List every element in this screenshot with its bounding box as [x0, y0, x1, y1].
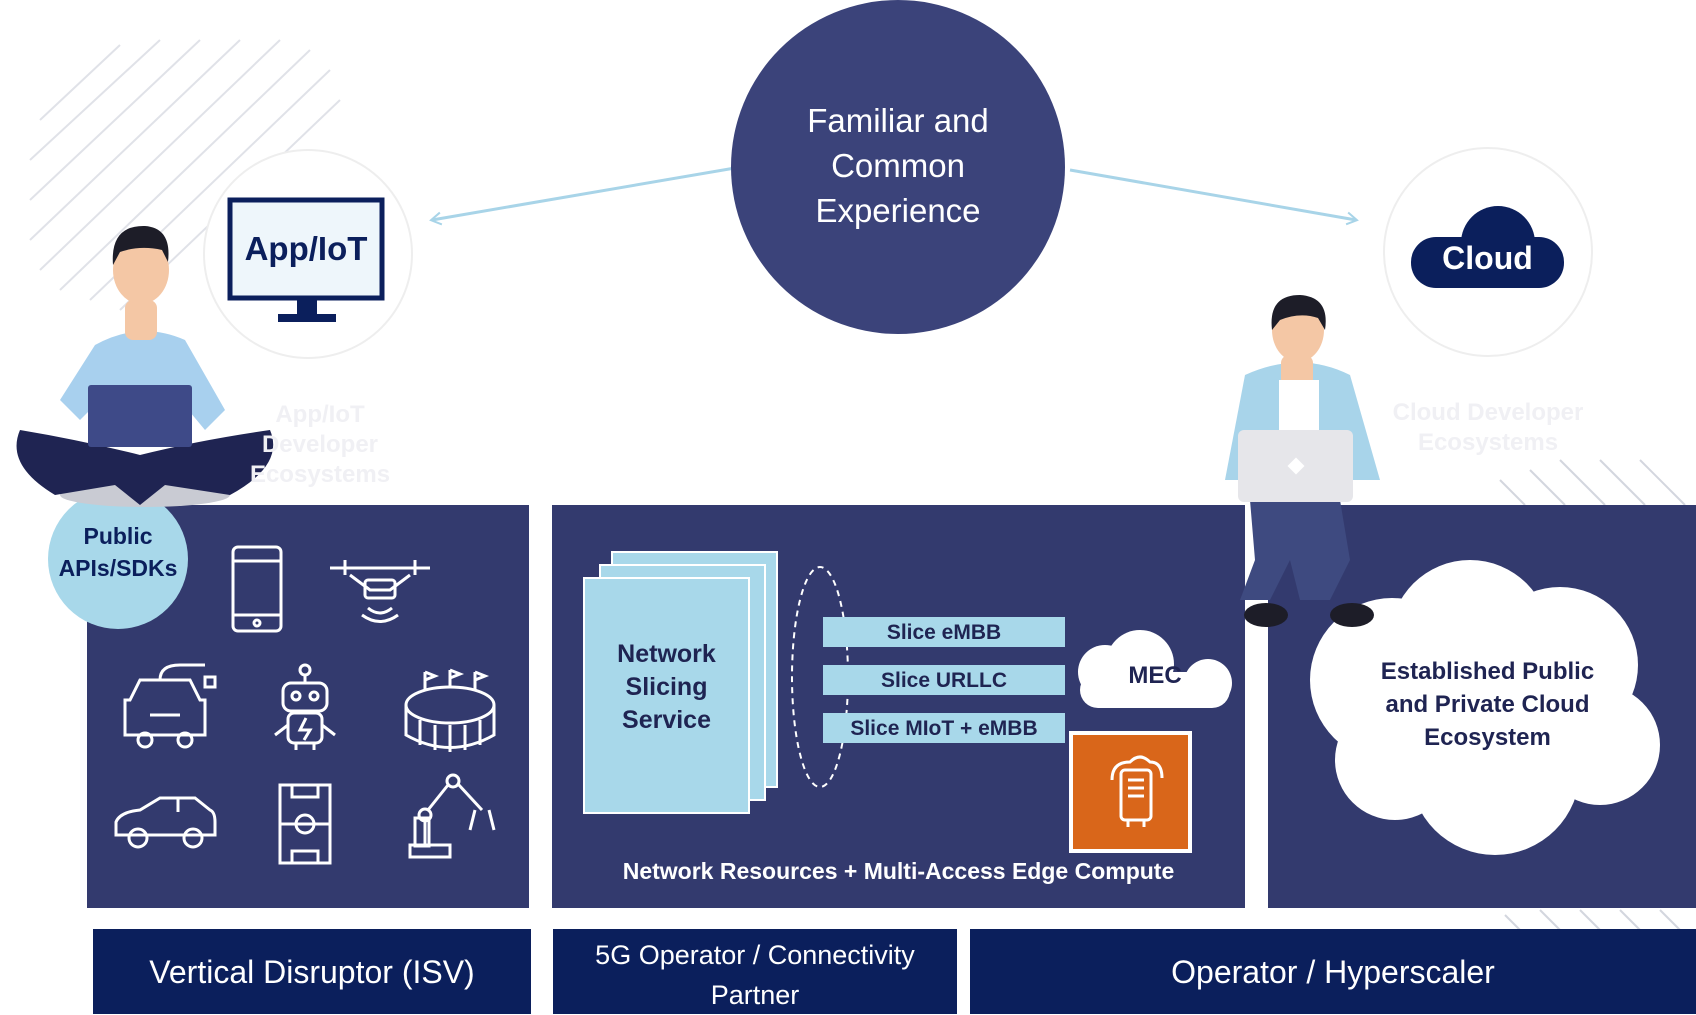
center-line-1: Familiar and: [807, 102, 989, 139]
robot-icon: [274, 663, 336, 750]
car-icon: [114, 796, 217, 849]
center-line-2: Common: [831, 147, 965, 184]
ecosystem-line-3: Ecosystem: [1424, 724, 1551, 751]
center-bubble: [731, 0, 1065, 334]
cloud-label: Cloud: [1442, 240, 1533, 276]
soccer-field-icon: [278, 783, 332, 865]
slice-bar-miot: [823, 713, 1065, 743]
slicing-line-1: Network: [617, 640, 716, 668]
bottom-middle-line-1: 5G Operator / Connectivity: [595, 940, 915, 970]
bottom-label-left: Vertical Disruptor (ISV): [149, 954, 475, 990]
arrow-to-cloud: [1069, 168, 1359, 226]
developer-person-right: [1225, 295, 1380, 627]
api-line-1: Public: [83, 523, 153, 549]
slice-miot-label: Slice MIoT + eMBB: [850, 717, 1038, 740]
drone-icon: [330, 560, 430, 623]
api-badge-text: Public APIs/SDKs: [48, 520, 188, 584]
ecosystem-line-2: and Private Cloud: [1385, 691, 1590, 718]
robotic-arm-icon: [408, 773, 496, 859]
mec-cloud: [1078, 630, 1232, 708]
developer-person-left: [16, 225, 274, 507]
api-badge: [48, 489, 188, 629]
bottom-label-middle: 5G Operator / Connectivity Partner: [553, 935, 957, 1015]
bottom-box-middle: [553, 929, 957, 1014]
bottom-box-right: [970, 929, 1696, 1014]
edge-server-box: [1069, 731, 1192, 853]
app-iot-caption: App/IoT Developer Ecosystems: [249, 401, 391, 488]
bottom-middle-line-2: Partner: [710, 980, 800, 1010]
api-line-2: APIs/SDKs: [58, 555, 178, 581]
center-line-3: Experience: [815, 192, 981, 229]
smartphone-icon: [231, 545, 283, 633]
cloud-caption: Cloud Developer Ecosystems: [1392, 399, 1584, 456]
app-iot-label: App/IoT: [244, 230, 368, 267]
bottom-label-right: Operator / Hyperscaler: [1171, 954, 1495, 990]
network-slicing-stack: [583, 551, 778, 814]
monitor-icon: [227, 197, 385, 322]
ecosystem-cloud: [1310, 560, 1660, 855]
slice-urllc-label: Slice URLLC: [880, 669, 1008, 692]
slice-bar-embb: [823, 617, 1065, 647]
bottom-box-left: [93, 929, 531, 1014]
ecosystem-text: Established Public and Private Cloud Eco…: [1370, 655, 1605, 754]
slice-bar-urllc: [823, 665, 1065, 695]
ev-charging-icon: [123, 663, 217, 749]
slicing-line-3: Service: [622, 706, 711, 734]
ecosystem-line-1: Established Public: [1380, 658, 1595, 685]
slice-embb-label: Slice eMBB: [886, 621, 1002, 644]
mec-label: MEC: [1128, 662, 1182, 689]
center-bubble-text: Familiar and Common Experience: [735, 98, 1061, 233]
slicing-line-2: Slicing: [625, 673, 708, 701]
network-footer: Network Resources + Multi-Access Edge Co…: [622, 858, 1175, 884]
edge-server-icon: [1110, 755, 1164, 827]
network-slicing-text: Network Slicing Service: [584, 638, 749, 737]
cloud-icon: [1411, 206, 1564, 288]
arrow-to-app-iot: [429, 166, 736, 226]
hatch-pattern-right: [1499, 459, 1686, 931]
stadium-icon: [404, 668, 496, 752]
